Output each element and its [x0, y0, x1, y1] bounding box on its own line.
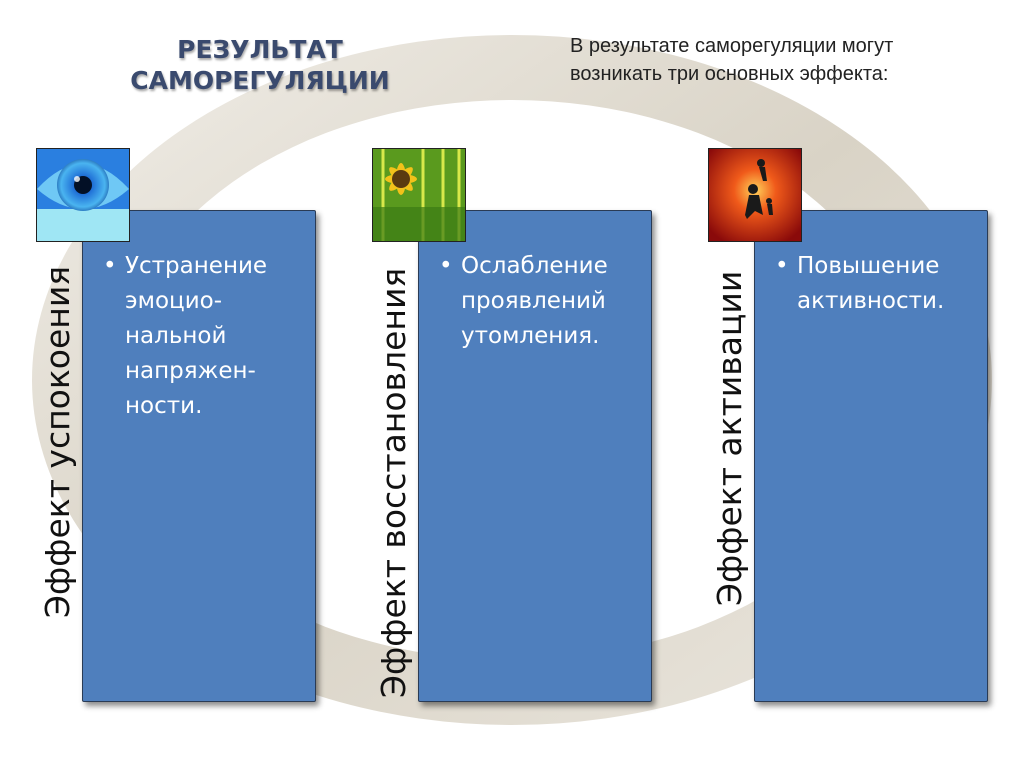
runners-icon: [708, 148, 802, 242]
card-content: • Ослабление проявлений утомления.: [439, 249, 637, 354]
effect-label-recovery: Эффект восстановления: [374, 267, 413, 698]
bullet: •: [103, 253, 117, 279]
sunflower-icon: [372, 148, 466, 242]
card-text: Устранение эмоцио- нальной напряжен- нос…: [125, 253, 268, 419]
eye-icon: [36, 148, 130, 242]
card-text: Ослабление проявлений утомления.: [461, 253, 608, 349]
effect-card-activation: • Повышение активности.: [754, 210, 988, 702]
bullet: •: [775, 253, 789, 279]
effect-label-calming: Эффект успокоения: [38, 265, 77, 618]
effect-label-activation: Эффект активации: [710, 270, 749, 606]
card-content: • Устранение эмоцио- нальной напряжен- н…: [103, 249, 301, 424]
slide-subtitle: В результате саморегуляции могут возника…: [570, 35, 894, 85]
effect-card-recovery: • Ослабление проявлений утомления.: [418, 210, 652, 702]
slide-title: РЕЗУЛЬТАТ САМОРЕГУЛЯЦИИ: [130, 35, 390, 95]
card-content: • Повышение активности.: [775, 249, 973, 319]
bullet: •: [439, 253, 453, 279]
card-text: Повышение активности.: [797, 253, 945, 314]
effect-card-calming: • Устранение эмоцио- нальной напряжен- н…: [82, 210, 316, 702]
